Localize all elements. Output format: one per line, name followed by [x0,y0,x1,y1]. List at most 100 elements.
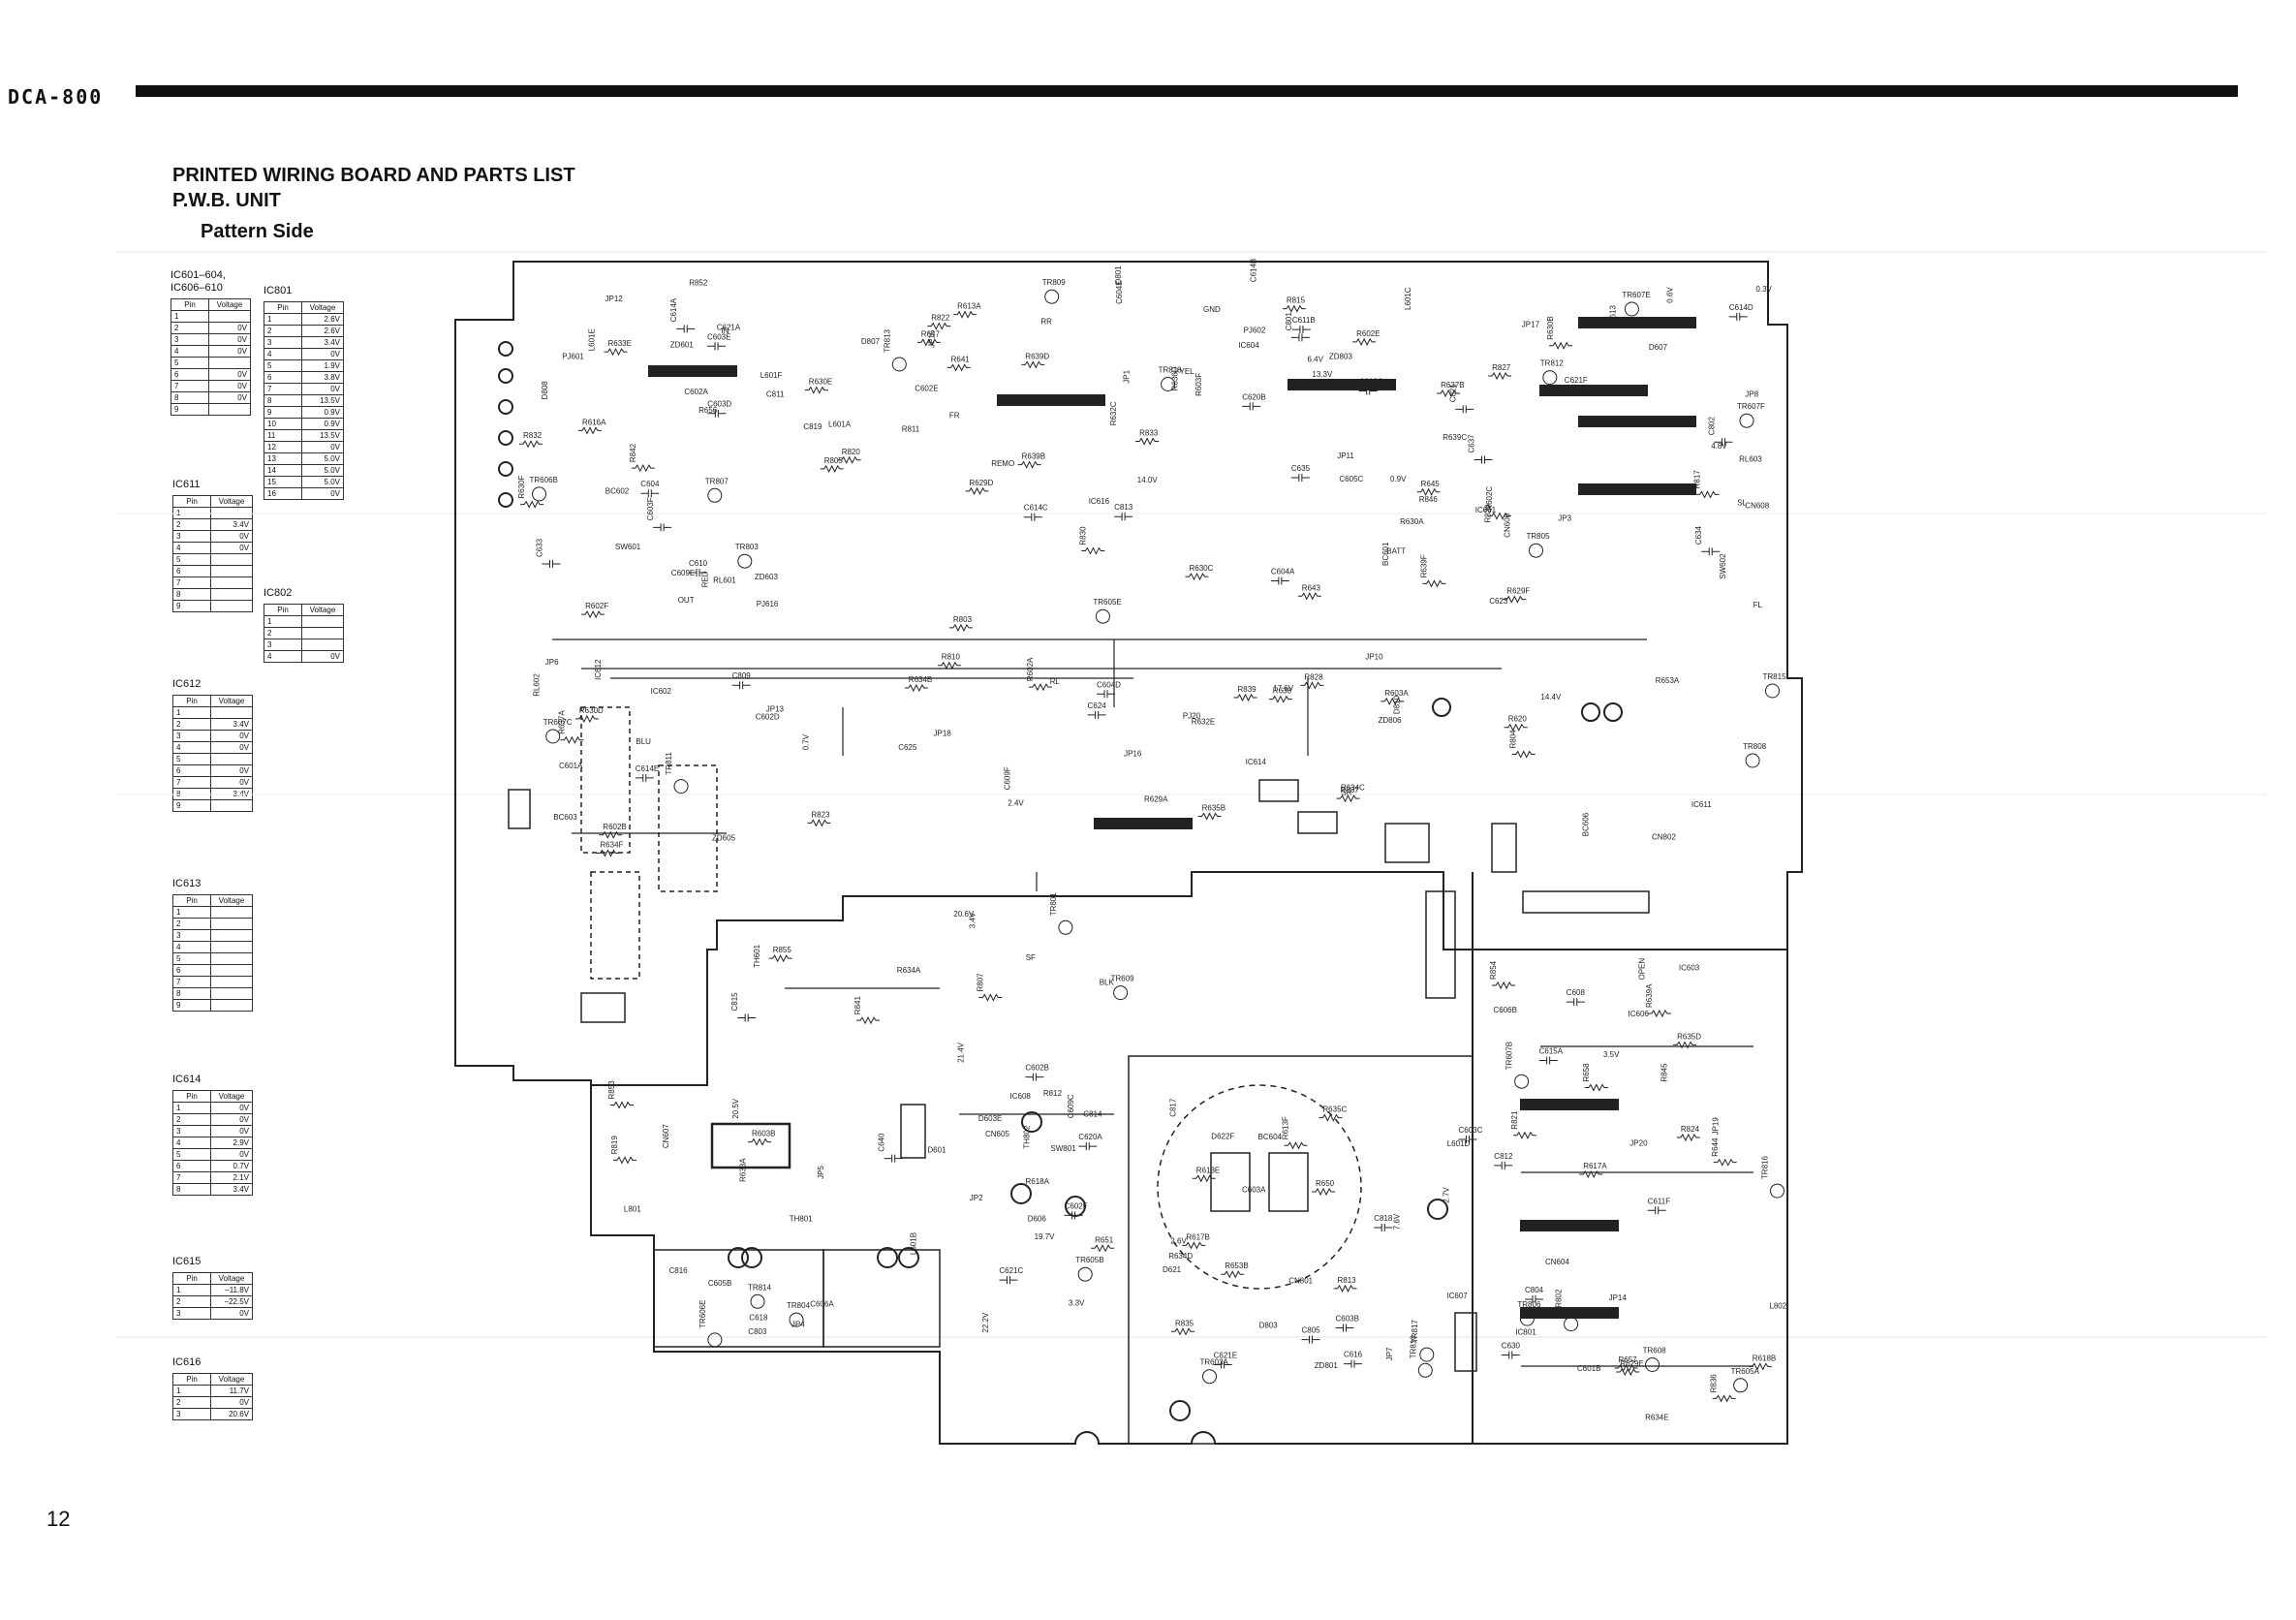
resistor-label: R630C [1190,564,1214,573]
capacitor-label: C802 [1708,417,1717,436]
diode-label: D801 [1114,265,1123,285]
pin-cell: 7 [172,1171,211,1184]
pin-cell: 2 [264,325,302,337]
resistor-symbol [1284,1141,1308,1150]
resistor-symbol [1381,697,1405,705]
board-text: SL [1737,499,1747,508]
connector-label: BC606 [1582,812,1591,836]
capacitor-label: C609E [671,569,695,577]
ic-label: IC603 [1679,963,1700,972]
voltage-cell [210,941,253,953]
voltage-cell [210,507,253,519]
resistor-label: R617A [1583,1162,1607,1170]
pin-header: Pin [171,298,209,311]
table-row: 1−11.8V [172,1284,253,1296]
voltage-cell: 3.4V [210,1183,253,1196]
resistor-label: R823 [811,810,830,819]
thermistor-label: TH802 [1023,1125,1032,1149]
voltage-cell: 0V [210,776,253,789]
capacitor-symbol [1647,1206,1666,1215]
pin-cell: 3 [171,333,209,346]
table-row: 5 [171,357,251,369]
resistor-symbol [1713,1158,1737,1167]
resistor-label: R616A [582,418,606,426]
pin-cell: 8 [172,987,211,1000]
connector-label: BC603 [553,813,577,822]
resistor-label: R657 [1619,1355,1638,1364]
voltage-cell [210,799,253,812]
board-text: YEL [1180,367,1195,376]
jumper-label: JP8 [1745,390,1758,399]
jumper-label: JP17 [1522,321,1540,329]
capacitor-label: C811 [766,389,785,398]
pin-cell: 2 [172,718,211,731]
jumper-label: JP4 [791,1320,805,1328]
jumper-pads [728,698,1623,1421]
capacitor-symbol [1078,1142,1098,1151]
resistor-symbol [519,440,543,449]
voltage-header: Voltage [210,1090,253,1103]
page-title: PRINTED WIRING BOARD AND PARTS LIST [172,165,575,186]
capacitor-label: C614A [669,297,678,322]
capacitor-symbol [1525,1294,1543,1303]
transistor-symbol [789,1312,804,1327]
capacitor-label: C621E [1214,1352,1237,1360]
resistor-symbol [631,463,655,473]
resistor-label: R644 [1711,1137,1720,1157]
capacitor-label: C623 [1489,597,1508,606]
voltage-cell: 1.9V [301,359,344,372]
model-label: DCA-800 [8,85,109,109]
board-outline-lower [590,872,1474,1445]
resistor-symbol [946,363,971,372]
jumper-label: JP11 [1337,452,1354,460]
board-text: RED [700,571,709,587]
resistor-label: R602C [1485,486,1494,511]
pin-header: Pin [172,894,211,907]
resistor-symbol [1352,337,1377,346]
resistor-symbol [927,322,951,330]
resistor-symbol [837,455,861,464]
voltage-reading: 2.4V [1008,799,1024,808]
resistor-label: R822 [931,314,950,323]
coil-label: L801 [624,1205,641,1214]
voltage-cell: 0.7V [210,1160,253,1172]
capacitor-label: C602F [1065,1201,1088,1210]
ic-label: IC616 [1089,497,1110,506]
resistor-label: R630A [1400,517,1424,526]
voltage-cell: 0V [210,1396,253,1409]
pin-cell: 4 [172,941,211,953]
resistor-label: R639A [1645,983,1654,1008]
pin-cell: 8 [264,394,302,407]
capacitor-label: C624 [1088,701,1107,710]
pin-cell: 13 [264,452,302,465]
transistor-symbol [1739,413,1754,428]
capacitor-symbol [1566,998,1585,1007]
capacitor-symbol [1714,438,1733,447]
coil-label: L601A [828,421,852,429]
resistor-label: R819 [610,1136,619,1155]
voltage-reading: 6.4V [1308,356,1324,364]
resistor-symbol [965,486,989,495]
capacitor-label: C818 [1374,1214,1393,1223]
jumper-label: JP13 [766,704,785,713]
capacitor-symbol [884,1154,903,1163]
diode-label: D803 [1259,1322,1279,1330]
pin-cell: 4 [264,650,302,663]
jumper-label: JP1 [1123,369,1132,383]
resistor-symbol [904,683,928,693]
voltage-cell: 0V [208,322,251,334]
voltage-cell [210,964,253,977]
pin-cell: 9 [264,406,302,419]
capacitor-symbol [1564,386,1583,394]
voltage-reading: 0.7V [802,733,811,750]
resistor-label: R602E [1356,329,1380,338]
ic-table-name: IC601–604, IC606–610 [171,269,226,294]
transistor-label: TR603A [1200,1358,1229,1367]
